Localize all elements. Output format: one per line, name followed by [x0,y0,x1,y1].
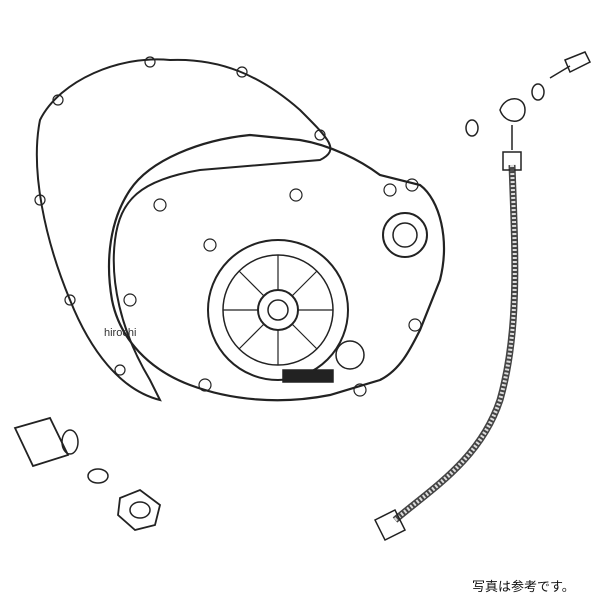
banjo-bolt [549,51,592,79]
cover-bolts [123,178,422,397]
nut [117,488,162,531]
hose-end-top [502,151,522,171]
oil-filler-cap [382,212,428,258]
hose-end-bottom [373,508,407,542]
clutch-cover [107,133,446,402]
dome-ribs [223,255,333,365]
clutch-dome [207,239,349,381]
adapter-fitting [13,416,70,468]
logo-plate [282,369,334,383]
gasket [35,58,332,402]
washer [531,83,545,101]
washer [87,468,109,484]
watermark: hirochi [104,327,137,339]
caption: 写真は参考です。 [472,580,575,595]
banjo-fitting [499,98,526,150]
gasket-holes [34,56,326,376]
washer [465,119,479,137]
